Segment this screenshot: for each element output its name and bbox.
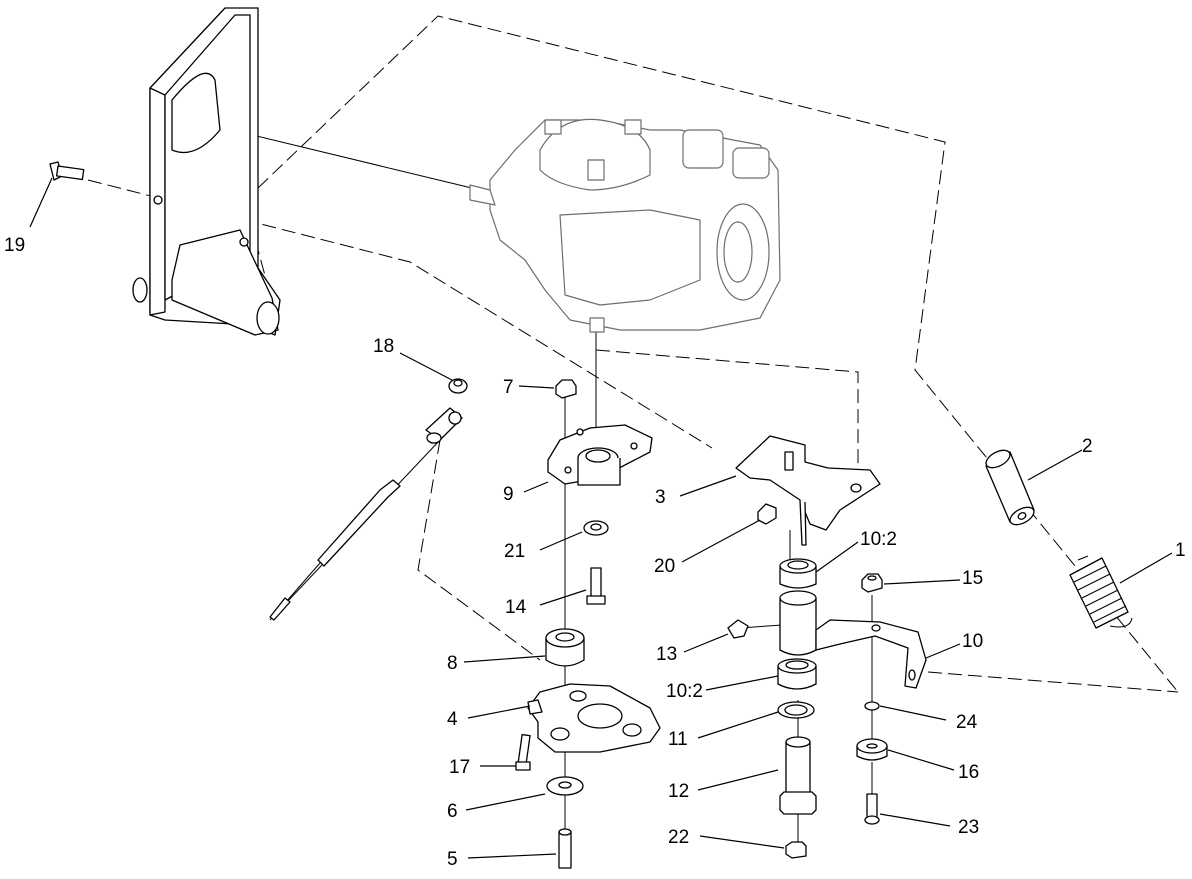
callout-15: 15 — [962, 568, 983, 589]
part-5-bolt — [558, 828, 572, 869]
callout-22: 22 — [668, 827, 689, 848]
callout-11: 11 — [668, 729, 688, 750]
callout-18: 18 — [373, 336, 394, 357]
part-19-bolt — [49, 161, 85, 181]
callout-10-2-lower: 10:2 — [666, 681, 703, 702]
part-10-lever — [779, 590, 927, 689]
callout-3: 3 — [655, 487, 666, 508]
callout-24: 24 — [956, 712, 978, 733]
callout-8: 8 — [447, 653, 458, 674]
hydraulic-pump — [469, 118, 781, 333]
callout-13: 13 — [656, 644, 677, 665]
part-7-nut — [555, 379, 577, 399]
part-18-nut — [448, 378, 468, 394]
mounting-bracket — [132, 7, 281, 336]
part-12-shaft — [779, 736, 817, 815]
callout-2: 2 — [1082, 436, 1093, 457]
part-8-bushing — [545, 628, 585, 667]
callout-21: 21 — [504, 541, 525, 562]
callout-17: 17 — [449, 757, 470, 778]
part-1-spring — [1069, 555, 1133, 629]
part-4-control-plate — [527, 683, 661, 753]
callout-7: 7 — [503, 377, 514, 398]
part-14-bolt — [586, 567, 606, 605]
callout-16: 16 — [958, 762, 979, 783]
callout-12: 12 — [668, 781, 689, 802]
part-16-spacer — [856, 738, 888, 761]
callout-9: 9 — [503, 484, 514, 505]
part-20-nut — [757, 503, 777, 525]
part-10-2-bushing-lower — [777, 658, 817, 690]
part-6-washer — [546, 776, 584, 796]
callout-6: 6 — [447, 801, 458, 822]
callout-10-2-upper: 10:2 — [860, 529, 897, 550]
part-15-nut — [861, 573, 883, 593]
callout-1: 1 — [1175, 540, 1186, 561]
part-17-bolt — [515, 733, 531, 771]
callout-5: 5 — [447, 849, 458, 870]
callout-10: 10 — [962, 631, 983, 652]
part-24-washer — [864, 701, 880, 711]
part-11-washer — [777, 701, 815, 719]
callout-20: 20 — [654, 556, 675, 577]
part-2-sleeve — [985, 449, 1035, 526]
callout-19: 19 — [4, 235, 25, 256]
callout-14: 14 — [505, 597, 527, 618]
part-10-2-bushing-upper — [779, 558, 817, 589]
part-9-plate — [547, 424, 653, 486]
leader-lines — [29, 177, 1173, 859]
callout-labels: 1 2 3 4 5 6 7 8 9 10 10:2 10:2 11 12 13 … — [4, 235, 1186, 870]
callout-23: 23 — [958, 817, 979, 838]
part-3-bracket — [735, 435, 881, 546]
callout-4: 4 — [447, 709, 458, 730]
part-21-washer — [583, 520, 609, 536]
part-13-fitting — [727, 619, 749, 639]
part-22-nut — [785, 841, 807, 859]
control-cable — [269, 407, 463, 621]
part-23-bolt — [864, 793, 880, 825]
